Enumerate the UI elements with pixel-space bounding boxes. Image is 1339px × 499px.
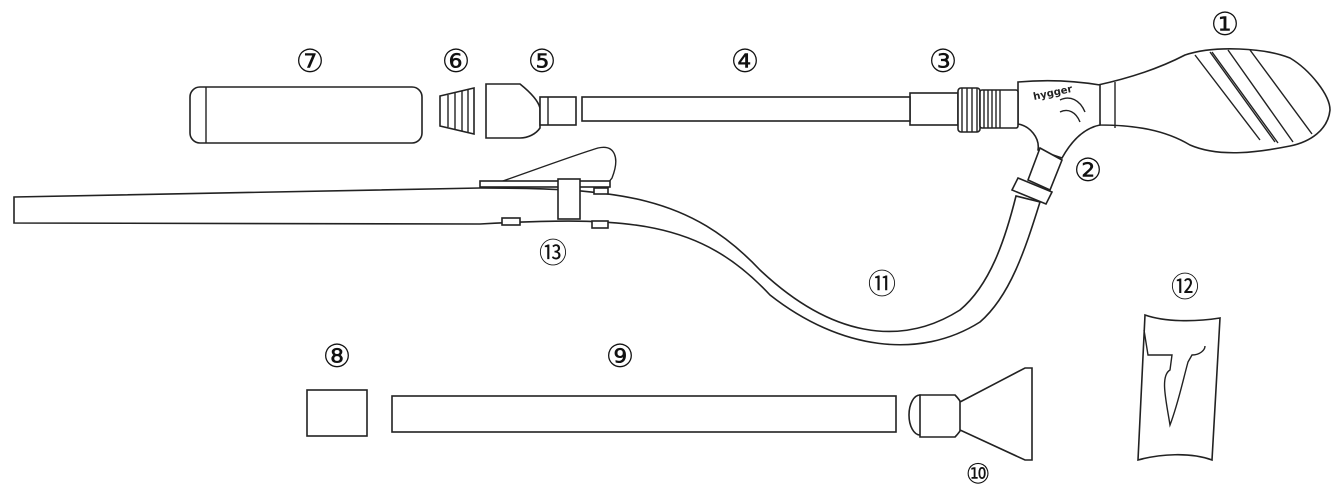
threaded-nut [909,87,1019,133]
rigid-tube [581,96,911,122]
filter-cylinder [189,86,423,144]
label-part-4: ④ [731,42,760,80]
extension-tube [391,395,897,433]
label-part-11: ⑪ [868,268,896,301]
label-part-12: ⑫ [1171,271,1199,304]
cone-tip [439,86,475,136]
label-part-2: ② [1074,151,1103,189]
label-part-8: ⑧ [323,337,352,375]
label-part-13: ⑬ [539,237,567,270]
label-part-1: ① [1211,5,1240,43]
part-labels: ① ② ③ ④ ⑤ ⑥ ⑦ ⑧ ⑨ ⑩ ⑪ ⑫ ⑬ [296,5,1240,491]
wide-nozzle [908,367,1033,461]
nozzle-adapter [485,83,577,139]
label-part-10: ⑩ [965,458,990,491]
hose-holder [1137,313,1221,462]
squeeze-bulb [1097,48,1331,154]
label-part-5: ⑤ [528,42,557,80]
label-part-7: ⑦ [296,42,325,80]
sponge-block [306,389,368,437]
hose-clip [479,146,617,229]
flexible-hose [13,187,1042,346]
label-part-3: ③ [929,42,958,80]
label-part-6: ⑥ [442,42,471,80]
label-part-9: ⑨ [606,337,635,375]
y-connector: hygger [1010,79,1101,206]
